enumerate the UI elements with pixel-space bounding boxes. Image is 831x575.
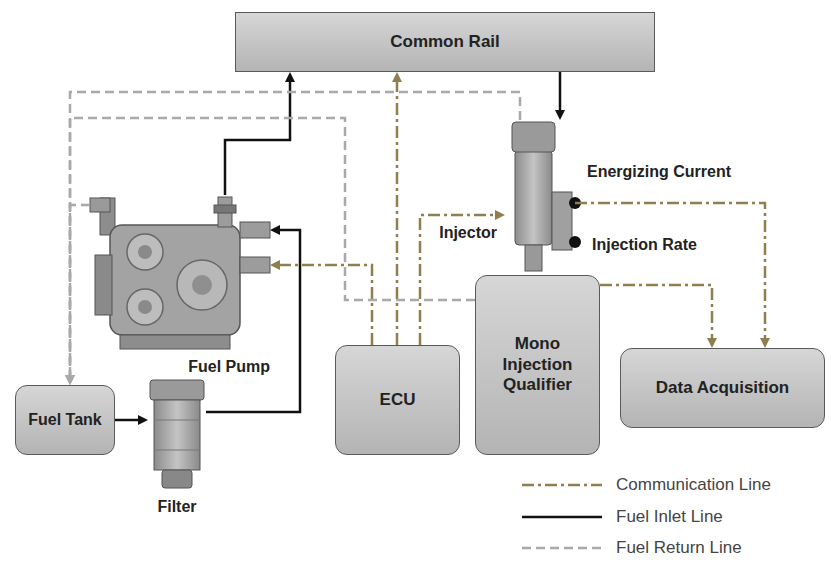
connector-line <box>600 285 712 338</box>
rail-box: Common Rail <box>235 12 655 72</box>
node-label: Injector <box>439 224 497 242</box>
connector <box>65 92 520 385</box>
node-label: Fuel Tank <box>28 410 102 429</box>
arrowhead <box>270 225 280 235</box>
legend-sample-inlet <box>522 516 602 519</box>
connector-line <box>70 92 520 375</box>
node-label: Filter <box>157 498 196 516</box>
acquisition-box: Data Acquisition <box>620 348 825 428</box>
pump-node: Fuel Pump <box>90 195 270 385</box>
node-label: Data Acquisition <box>656 378 790 398</box>
connector <box>600 285 717 348</box>
connector-line <box>396 82 399 345</box>
arrowhead <box>285 72 295 82</box>
arrowhead <box>138 415 148 425</box>
node-label: Common Rail <box>390 32 500 52</box>
connector-line <box>225 82 290 195</box>
filter-node: Filter <box>148 380 206 525</box>
connector <box>206 225 300 412</box>
connector <box>225 72 295 195</box>
legend-sample-communication <box>522 484 602 487</box>
arrowhead <box>65 375 75 385</box>
ecu-box: ECU <box>335 345 460 455</box>
connector <box>392 72 402 345</box>
legend-sample-return <box>522 547 602 550</box>
legend-text: Fuel Inlet Line <box>616 507 723 527</box>
connector <box>575 203 770 348</box>
fuel-pump-drawing <box>90 197 270 349</box>
connector-line <box>70 205 90 375</box>
arrowhead <box>707 338 717 348</box>
connector-line <box>70 118 475 375</box>
arrowhead <box>392 72 402 82</box>
arrowhead <box>760 338 770 348</box>
signal-name: Injection Rate <box>590 236 699 254</box>
connector-line <box>575 203 765 338</box>
connector <box>555 72 565 120</box>
arrowhead <box>270 260 280 270</box>
arrowhead <box>65 375 75 385</box>
arrowhead <box>555 110 565 120</box>
connector <box>270 260 372 345</box>
connector <box>115 415 148 425</box>
injector-node: Injector <box>505 120 575 272</box>
arrowhead <box>495 210 505 220</box>
connector-line <box>206 230 300 412</box>
legend-text: Communication Line <box>616 475 771 495</box>
filter-drawing <box>150 380 204 488</box>
node-label: ECU <box>380 390 416 410</box>
connector-line <box>115 419 138 422</box>
tank-box: Fuel Tank <box>15 385 115 455</box>
legend-text: Fuel Return Line <box>616 538 742 558</box>
arrowhead <box>65 375 75 385</box>
connector-line <box>559 72 562 110</box>
qualifier-box: Mono Injection Qualifier <box>475 275 600 455</box>
injector-drawing <box>512 122 581 271</box>
connector-line <box>280 265 372 345</box>
node-label: Mono Injection Qualifier <box>482 334 593 395</box>
signal-name: Energizing Current <box>585 163 733 181</box>
node-label: Fuel Pump <box>188 358 270 376</box>
